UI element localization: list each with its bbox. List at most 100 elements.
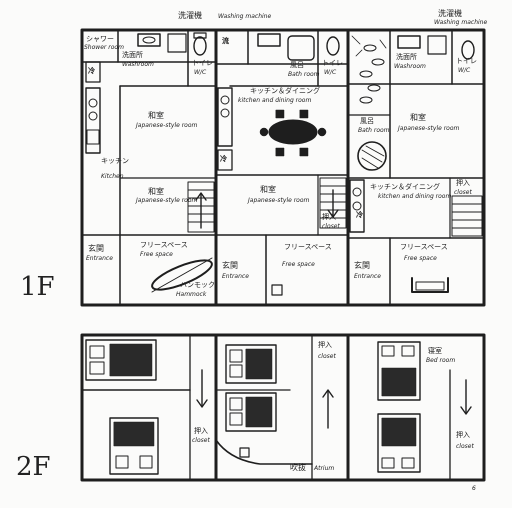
washroom-label-2: Washroom xyxy=(394,63,426,70)
free-space-label-3: Free space xyxy=(404,255,437,262)
toilet-label-jp-2: トイレ xyxy=(322,59,343,67)
bedroom-label-jp: 寝室 xyxy=(428,347,442,355)
washroom-label-jp: 洗面所 xyxy=(122,51,143,59)
refrigerator-mark-2: 冷 xyxy=(220,155,227,163)
unit-a-upper xyxy=(81,334,208,481)
shower-label-jp: シャワー xyxy=(86,35,114,43)
bed-icon xyxy=(377,413,421,473)
stairs xyxy=(187,181,215,233)
japanese-room-label-jp-3: 和室 xyxy=(260,185,276,194)
kitchen-dining-label-jp: キッチン＆ダイニング xyxy=(250,87,320,95)
entrance-label-2: Entrance xyxy=(222,273,249,280)
entrance-label-jp-2: 玄関 xyxy=(222,261,238,270)
unit-a xyxy=(81,29,217,306)
hammock-label-jp: ハンモック xyxy=(180,281,215,289)
toilet-icon xyxy=(326,36,340,56)
washroom-label: Washroom xyxy=(122,61,154,68)
closet-label-jp-4: 押入 xyxy=(318,341,332,349)
closet-label-jp-3: 押入 xyxy=(194,427,208,435)
washroom-label-jp-2: 洗面所 xyxy=(396,53,417,61)
free-space-label-jp-3: フリースペース xyxy=(400,243,448,251)
refrigerator-mark-3: 冷 xyxy=(356,211,363,219)
shower-room-label: Shower room xyxy=(84,44,124,51)
kitchen-label-jp: キッチン xyxy=(101,157,129,165)
toilet-icon xyxy=(461,40,475,60)
bed-icon xyxy=(377,341,421,401)
chair-icon xyxy=(271,284,283,296)
refrigerator-icon xyxy=(85,61,101,83)
atrium-label: Atrium xyxy=(314,465,335,472)
hammock-label: Hammock xyxy=(176,291,207,298)
bed-icon xyxy=(109,417,159,475)
toilet-label-jp: トイレ xyxy=(192,59,213,67)
washbasin-icon xyxy=(257,33,281,47)
wc-label-2: W/C xyxy=(324,69,337,76)
stairs xyxy=(319,177,347,229)
refrigerator-mark: 冷 xyxy=(88,67,95,75)
kitchen-dining-label-2: kitchen and dining room xyxy=(378,193,452,200)
japanese-room-label-3: Japanese-style room xyxy=(248,197,310,204)
washing-machine-icon xyxy=(167,33,187,53)
closet-label-4: closet xyxy=(318,353,336,360)
bed-icon xyxy=(225,344,277,384)
stove-icon xyxy=(88,98,98,108)
sink-icon xyxy=(86,129,100,145)
washing-machine-label: Washing machine xyxy=(218,13,272,20)
kitchen-label: Kitchen xyxy=(101,173,124,180)
wc-label: W/C xyxy=(194,69,207,76)
first-floor-plan xyxy=(80,28,486,307)
washbasin-icon xyxy=(137,33,161,47)
bathtub-icon xyxy=(287,35,315,61)
free-space-label-2: Free space xyxy=(282,261,315,268)
washing-machine-icon xyxy=(427,35,447,55)
closet-label: closet xyxy=(322,223,340,230)
bath-room-label: Bath room xyxy=(288,71,320,78)
floor-label-2f: 2F xyxy=(16,452,51,482)
washing-machine-label-2: Washing machine xyxy=(434,19,488,26)
toilet-label-jp-3: トイレ xyxy=(456,57,477,65)
unit-b-upper xyxy=(215,334,334,481)
laundry-label-jp-2: 洗濯機 xyxy=(438,9,462,18)
bath-label-jp-2: 風呂 xyxy=(360,117,374,125)
japanese-room-label-jp-2: 和室 xyxy=(148,187,164,196)
japanese-room-label-2: Japanese-style room xyxy=(136,197,198,204)
japanese-room-label: Japanese-style room xyxy=(136,122,198,129)
wc-label-3: W/C xyxy=(458,67,471,74)
atrium-railing xyxy=(215,439,313,465)
entrance-label: Entrance xyxy=(86,255,113,262)
bath-mark: 流 xyxy=(222,37,229,45)
unit-c-upper xyxy=(377,341,472,481)
free-space-label-jp: フリースペース xyxy=(140,241,188,249)
closet-label-3: closet xyxy=(192,437,210,444)
washbasin-icon xyxy=(397,35,421,49)
toilet-icon xyxy=(193,36,207,56)
round-bathtub-icon xyxy=(357,141,387,171)
kitchen-counter xyxy=(349,179,365,233)
bed-icon xyxy=(85,339,157,381)
closet-label-2: closet xyxy=(454,189,472,196)
unit-c xyxy=(347,29,485,306)
second-floor-plan xyxy=(80,333,486,482)
kitchen-dining-label-jp-2: キッチン＆ダイニング xyxy=(370,183,440,191)
free-space-label: Free space xyxy=(140,251,173,258)
dining-table-icon xyxy=(259,109,327,157)
japanese-room-label-4: Japanese-style room xyxy=(398,125,460,132)
page-mark: 6 xyxy=(472,485,476,492)
bed-icon xyxy=(225,392,277,432)
closet-label-5: closet xyxy=(456,443,474,450)
free-space-label-jp-2: フリースペース xyxy=(284,243,332,251)
kitchen-counter xyxy=(217,87,233,147)
refrigerator-icon xyxy=(217,149,233,171)
bath-room-label-2: Bath room xyxy=(358,127,390,134)
kitchen-dining-label: kitchen and dining room xyxy=(238,97,312,104)
kitchen-counter xyxy=(85,87,101,154)
entrance-label-3: Entrance xyxy=(354,273,381,280)
atrium-label-jp: 吹抜 xyxy=(290,463,306,472)
closet-label-jp-5: 押入 xyxy=(456,431,470,439)
sofa-icon xyxy=(411,277,449,293)
garden-stones xyxy=(351,35,387,104)
laundry-label-jp: 洗濯機 xyxy=(178,11,202,20)
closet-label-jp-2: 押入 xyxy=(456,179,470,187)
bath-label-jp: 風呂 xyxy=(290,61,304,69)
